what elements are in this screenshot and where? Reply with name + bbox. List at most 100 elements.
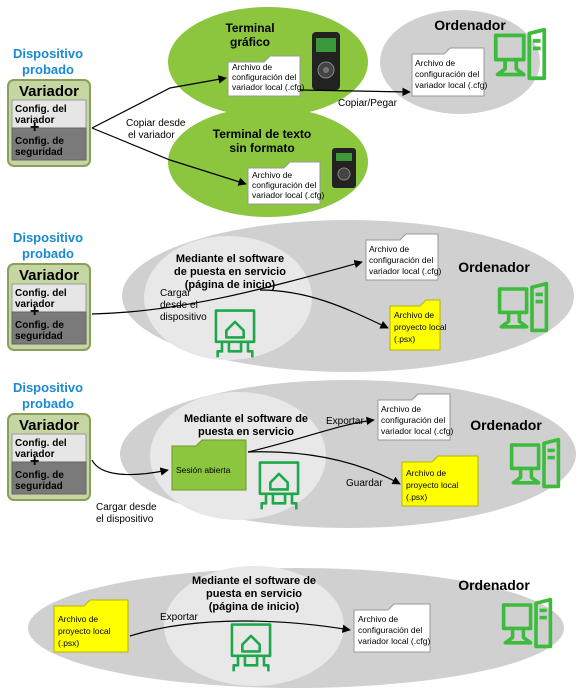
s2-software-l2: de puesta en servicio (174, 266, 286, 278)
s1-text-terminal-l2: sin formato (229, 141, 294, 155)
s1-config-sec-l2: seguridad (15, 147, 63, 158)
s3-session-label: Sesión abierta (176, 465, 231, 475)
s1-config-drive-l2: variador (15, 115, 55, 126)
s2-file-psx-l3: (.psx) (394, 334, 415, 344)
s1-config-sec-l1: Config. de (15, 136, 64, 147)
s2-title-line2: probado (22, 246, 74, 261)
s1-copy-label-l2: el variador (128, 130, 175, 141)
s1-graphic-terminal-l2: gráfico (230, 35, 270, 49)
s4-software-l1: Mediante el software de (192, 575, 316, 587)
s2-upload-l1: Cargar (160, 288, 191, 299)
s4-software-l3: (página de inicio) (209, 601, 300, 613)
s3-save-label: Guardar (346, 478, 383, 489)
s4-file-cfg-l3: variador local (.cfg) (358, 636, 430, 646)
s1-file-graphic-l1: Archivo de (232, 62, 272, 72)
s2-file-psx-l2: proyecto local (394, 322, 447, 332)
s1-text-terminal-l1: Terminal de texto (213, 127, 311, 141)
s1-file-graphic: Archivo de configuración del variador lo… (227, 55, 304, 97)
s2-config-sec-l1: Config. de (15, 320, 64, 331)
s1-file-pc-l3: variador local (.cfg) (415, 80, 487, 90)
s2-config-sec-l2: seguridad (15, 331, 63, 342)
s1-paste-label: Copiar/Pegar (338, 98, 398, 109)
s2-config-drive-l1: Config. del (15, 288, 67, 299)
s3-file-psx-l1: Archivo de (406, 468, 446, 478)
s3-file-cfg-l3: variador local (.cfg) (381, 426, 453, 436)
s3-title-line2: probado (22, 396, 74, 411)
s2-file-cfg: Archivo de configuración del variador lo… (365, 233, 441, 281)
s3-config-sec-l2: seguridad (15, 481, 63, 492)
s2-file-psx-l1: Archivo de (394, 310, 434, 320)
s2-file-cfg-l3: variador local (.cfg) (369, 266, 441, 276)
s3-upload-l1: Cargar desde (96, 502, 157, 513)
s4-file-psx: Archivo de proyecto local (.psx) (53, 599, 129, 653)
s1-file-pc-l1: Archivo de (415, 58, 455, 68)
s1-file-pc: Archivo de configuración del variador lo… (411, 47, 487, 97)
s3-config-drive-l2: variador (15, 449, 55, 460)
s1-drive-block: Variador Config. del variador + Config. … (7, 79, 91, 167)
s4-file-cfg: Archivo de configuración del variador lo… (353, 603, 431, 653)
s4-pc-title: Ordenador (458, 577, 530, 593)
s1-file-text: Archivo de configuración del variador lo… (247, 161, 324, 205)
s1-graphic-terminal-l1: Terminal (225, 21, 274, 35)
s2-title-line1: Dispositivo (13, 230, 83, 245)
text-terminal-icon (332, 148, 356, 188)
s2-file-cfg-l1: Archivo de (369, 244, 409, 254)
s1-config-drive-l1: Config. del (15, 104, 67, 115)
s3-config-drive-l1: Config. del (15, 438, 67, 449)
s2-file-psx: Archivo de proyecto local (.psx) (389, 299, 447, 351)
section-save-project: Dispositivo probado Variador Config. del… (7, 380, 576, 528)
section-export-project: Mediante el software de puesta en servic… (28, 566, 564, 688)
s4-file-cfg-l1: Archivo de (358, 614, 398, 624)
s4-export-label: Exportar (160, 612, 198, 623)
s1-pc-title: Ordenador (434, 17, 506, 33)
s3-file-cfg: Archivo de configuración del variador lo… (377, 393, 453, 441)
s2-pc-title: Ordenador (458, 259, 530, 275)
s4-file-psx-l3: (.psx) (58, 638, 79, 648)
s4-file-cfg-l2: configuración del (358, 625, 422, 635)
s3-title-line1: Dispositivo (13, 380, 83, 395)
s3-drive-block: Variador Config. del variador + Config. … (7, 413, 91, 501)
s3-pc-title: Ordenador (470, 417, 542, 433)
section-upload-from-device: Dispositivo probado Variador Config. del… (7, 220, 574, 372)
s4-file-psx-l1: Archivo de (58, 614, 98, 624)
s1-copy-label-l1: Copiar desde (126, 118, 186, 129)
s2-upload-l3: dispositivo (160, 312, 207, 323)
s1-file-graphic-l2: configuración del (232, 72, 296, 82)
s2-drive-block: Variador Config. del variador + Config. … (7, 263, 91, 351)
s3-file-psx-l2: proyecto local (406, 480, 459, 490)
graphic-terminal-icon (312, 32, 340, 90)
s1-file-pc-l2: configuración del (415, 69, 479, 79)
s4-software-oval (164, 566, 344, 686)
s2-plus: + (30, 303, 39, 320)
s3-file-cfg-l1: Archivo de (381, 404, 421, 414)
s1-plus: + (30, 119, 39, 136)
s1-title-line1: Dispositivo (13, 46, 83, 61)
s1-drive-label: Variador (19, 83, 79, 100)
s1-file-graphic-l3: variador local (.cfg) (232, 82, 304, 92)
s3-file-psx: Archivo de proyecto local (.psx) (401, 455, 479, 507)
s4-software-l2: puesta en servicio (206, 588, 302, 600)
s3-export-label: Exportar (326, 416, 364, 427)
s3-upload-l2: el dispositivo (96, 514, 154, 525)
s3-software-l1: Mediante el software de (184, 413, 308, 425)
s3-file-cfg-l2: configuración del (381, 415, 445, 425)
s3-plus: + (30, 453, 39, 470)
s1-file-text-l3: variador local (.cfg) (252, 190, 324, 200)
s2-software-l1: Mediante el software (176, 253, 284, 265)
section-copy-from-drive: Dispositivo probado Variador Config. del… (7, 7, 547, 217)
s2-file-cfg-l2: configuración del (369, 255, 433, 265)
s3-config-sec-l1: Config. de (15, 470, 64, 481)
s1-title-line2: probado (22, 62, 74, 77)
s3-software-l2: puesta en servicio (198, 426, 294, 438)
s2-software-oval (144, 236, 312, 360)
s2-drive-label: Variador (19, 267, 79, 284)
s3-session-folder: Sesión abierta (171, 439, 247, 491)
s3-drive-label: Variador (19, 417, 79, 434)
s1-file-text-l2: configuración del (252, 180, 316, 190)
s2-config-drive-l2: variador (15, 299, 55, 310)
s3-file-psx-l3: (.psx) (406, 492, 427, 502)
s1-file-text-l1: Archivo de (252, 170, 292, 180)
s4-file-psx-l2: proyecto local (58, 626, 111, 636)
s2-software-l3: (página de inicio) (185, 279, 276, 291)
